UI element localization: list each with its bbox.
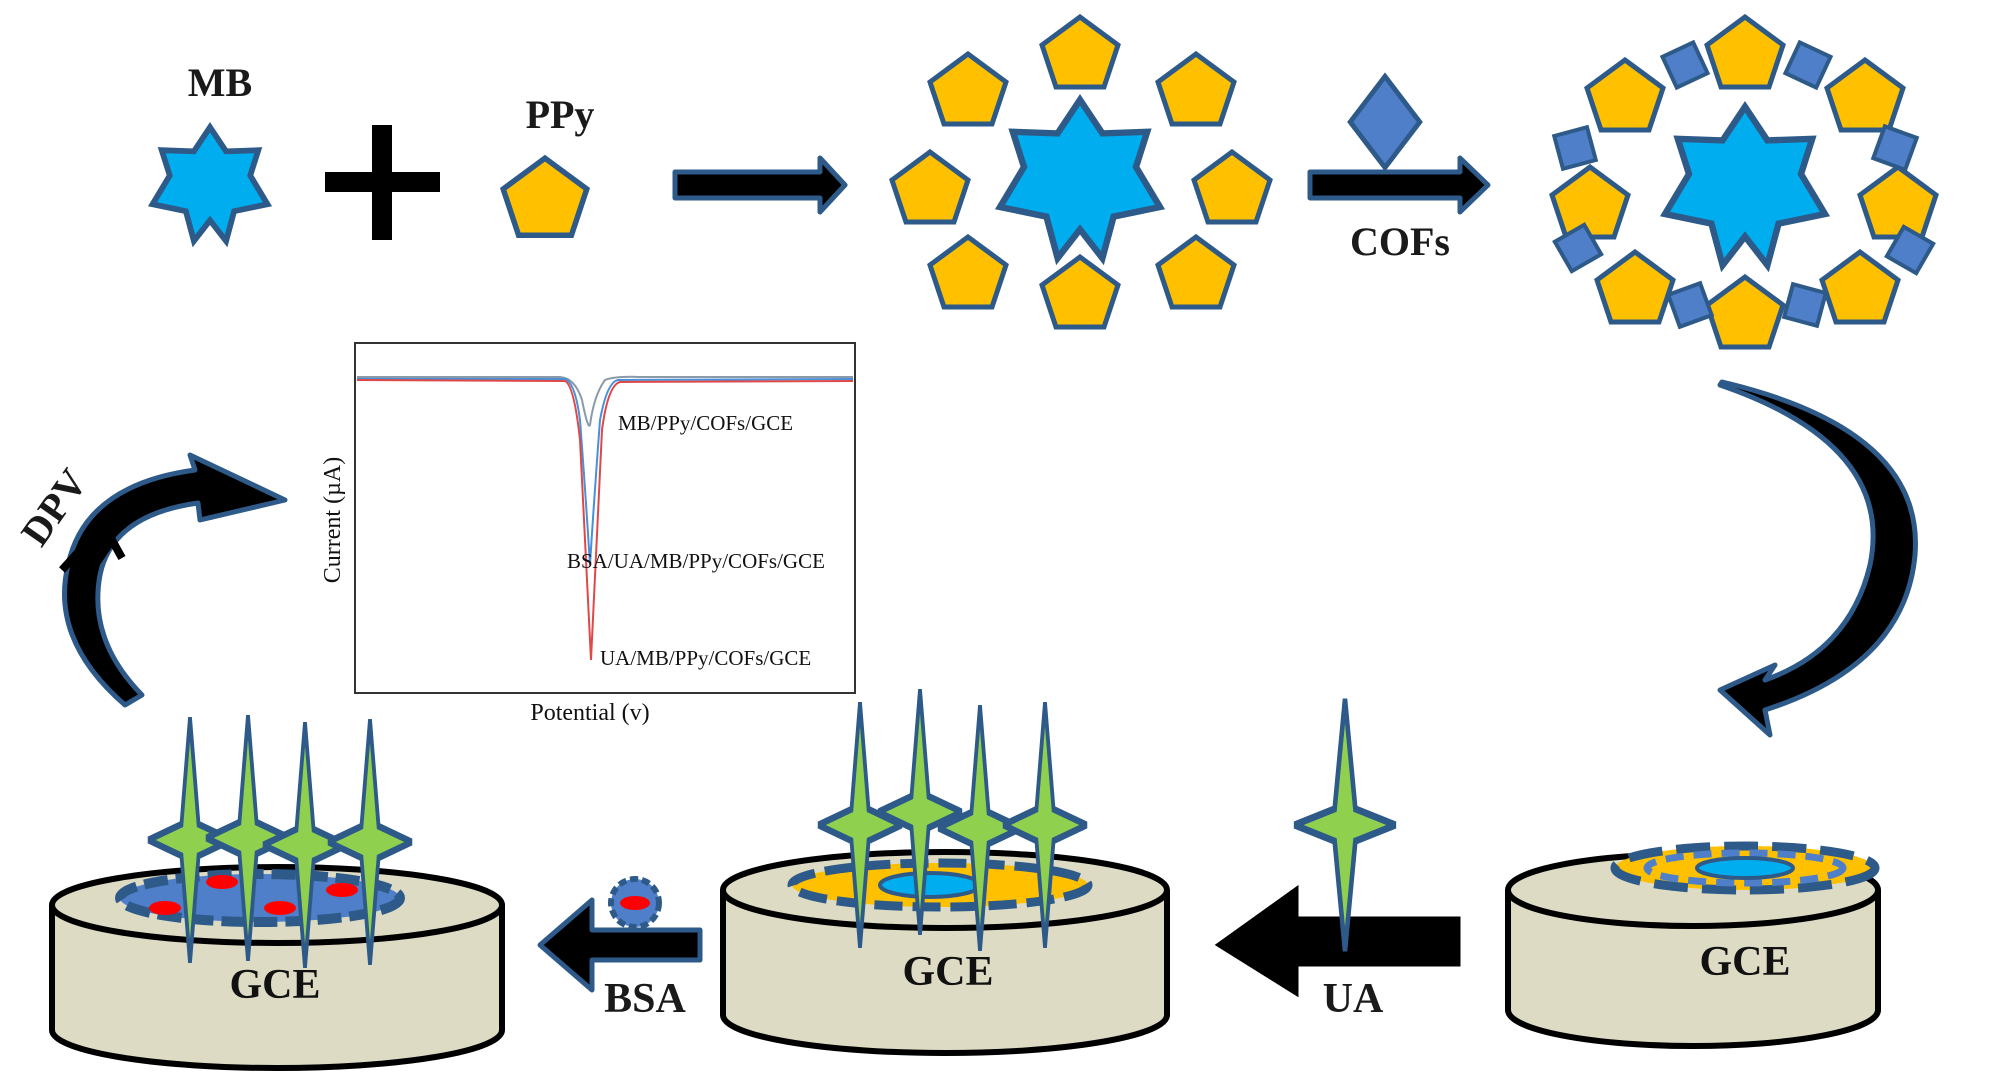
dpv-curved-arrow-icon xyxy=(62,452,288,708)
electrode-ua: GCE xyxy=(720,690,1170,1056)
series-line-ua xyxy=(356,379,854,661)
dpv-wave-icon xyxy=(59,536,126,573)
ppy-label: PPy xyxy=(526,92,595,137)
plus-icon xyxy=(325,125,440,240)
dpv-plot: MB/PPy/COFs/GCE BSA/UA/MB/PPy/COFs/GCE U… xyxy=(320,342,856,726)
cofs-label: COFs xyxy=(1350,219,1450,264)
gce-label-ua: GCE xyxy=(902,949,993,995)
ua-arrow-icon xyxy=(1209,879,1464,1003)
bsa-label: BSA xyxy=(604,976,686,1022)
cofs-arrow-icon xyxy=(1307,155,1491,215)
ppy-pentagon-icon xyxy=(503,158,587,235)
gce-label-cofs: GCE xyxy=(1699,939,1790,985)
arrow-right-icon xyxy=(672,155,848,215)
cof-diamond-icon xyxy=(1350,76,1420,167)
mb-ppy-cofs-complex xyxy=(1540,17,1942,347)
gce-label-bsa: GCE xyxy=(229,962,320,1008)
mb-ppy-complex xyxy=(892,17,1270,327)
bsa-molecule-icon xyxy=(608,876,662,930)
curved-arrow-down-icon xyxy=(1717,379,1918,738)
ua-label: UA xyxy=(1323,976,1384,1022)
series-line-bsa-ua xyxy=(357,378,854,566)
x-axis-label: Potential (v) xyxy=(530,700,649,726)
plot-frame xyxy=(354,342,856,694)
y-axis-label: Current (µA) xyxy=(320,457,346,583)
series-line-mb-ppy-cofs xyxy=(357,375,853,427)
electrode-bsa: GCE xyxy=(49,716,505,1071)
bsa-arrow-icon xyxy=(537,897,703,993)
mb-star-icon xyxy=(153,127,268,241)
ua-sparkle-icon xyxy=(1294,699,1395,951)
series-label-mb-ppy-cofs: MB/PPy/COFs/GCE xyxy=(618,411,793,435)
electrode-cofs: GCE xyxy=(1505,841,1881,1049)
series-label-bsa-ua: BSA/UA/MB/PPy/COFs/GCE xyxy=(567,549,825,573)
mb-label: MB xyxy=(188,60,252,105)
series-label-ua: UA/MB/PPy/COFs/GCE xyxy=(600,646,811,670)
